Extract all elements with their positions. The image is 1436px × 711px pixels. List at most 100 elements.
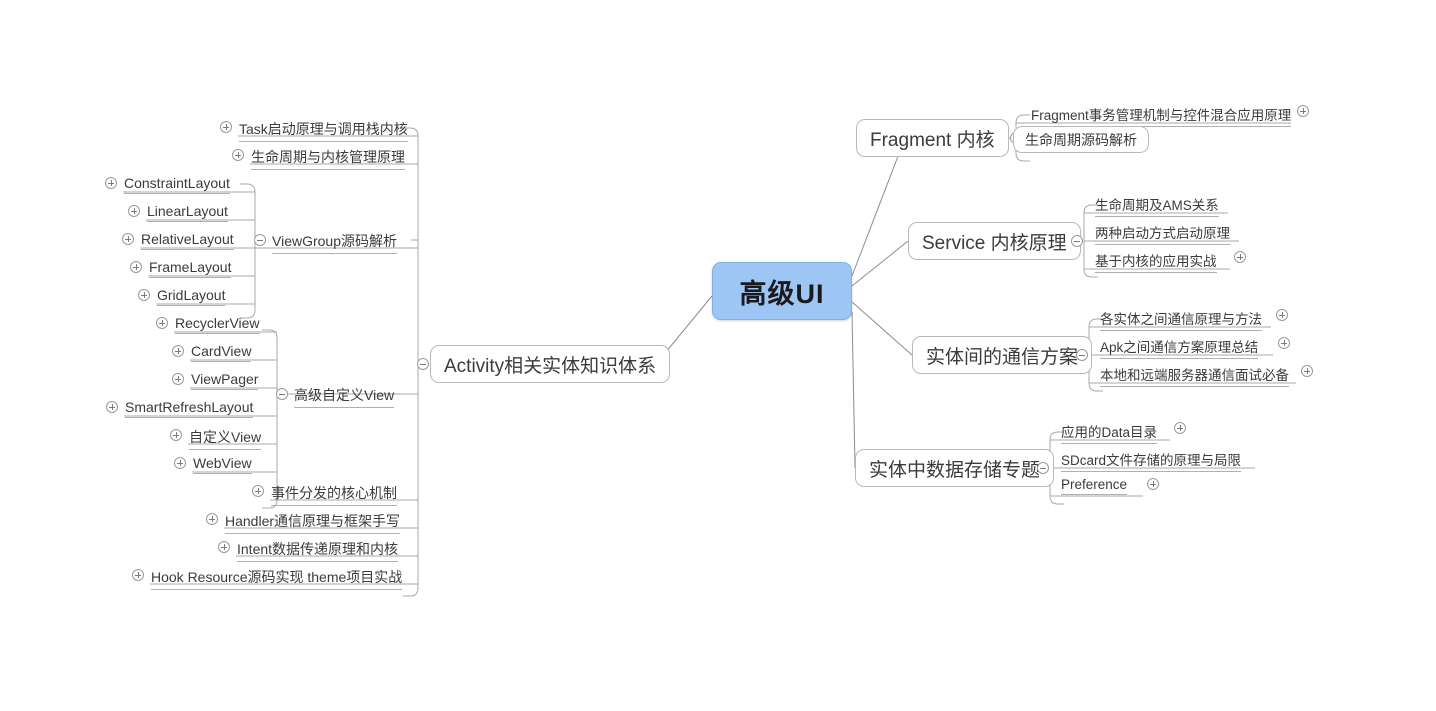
toggle-hook-resource[interactable] [132,569,144,581]
leaf-hook-resource-label: Hook Resource源码实现 theme项目实战 [151,569,403,585]
leaf-webview-label: WebView [193,455,252,471]
toggle-apk-communication[interactable] [1278,337,1290,349]
leaf-intent-label: Intent数据传递原理和内核 [237,541,399,557]
leaf-intent[interactable]: Intent数据传递原理和内核 [237,539,399,562]
leaf-framelayout[interactable]: FrameLayout [149,259,232,278]
leaf-smartrefreshlayout[interactable]: SmartRefreshLayout [125,399,254,418]
leaf-remote-server-communication[interactable]: 本地和远端服务器通信面试必备 [1100,364,1289,387]
toggle-service-branch[interactable] [1071,235,1083,247]
leaf-cardview[interactable]: CardView [191,343,252,362]
leaf-fragment-lifecycle[interactable]: 生命周期源码解析 [1013,126,1149,153]
leaf-custom-view-label: 自定义View [189,429,262,445]
leaf-constraintlayout-label: ConstraintLayout [124,175,230,191]
leaf-sdcard-storage[interactable]: SDcard文件存储的原理与局限 [1061,449,1242,472]
toggle-cardview[interactable] [172,345,184,357]
leaf-relativelayout-label: RelativeLayout [141,231,234,247]
toggle-task-start[interactable] [220,121,232,133]
root-node[interactable]: 高级UI [712,262,852,320]
leaf-event-dispatch[interactable]: 事件分发的核心机制 [271,483,397,506]
toggle-event-dispatch[interactable] [252,485,264,497]
leaf-task-start[interactable]: Task启动原理与调用栈内核 [239,119,408,142]
toggle-smartrefreshlayout[interactable] [106,401,118,413]
leaf-handler-label: Handler通信原理与框架手写 [225,513,401,529]
node-communication-branch[interactable]: 实体间的通信方案 [912,336,1093,374]
leaf-webview[interactable]: WebView [193,455,252,474]
toggle-viewgroup-group[interactable] [254,234,266,246]
leaf-custom-view[interactable]: 自定义View [189,427,262,450]
toggle-entity-communication[interactable] [1276,309,1288,321]
node-viewgroup-group[interactable]: ViewGroup源码解析 [272,231,398,254]
leaf-recyclerview-label: RecyclerView [175,315,260,331]
toggle-remote-server-communication[interactable] [1301,365,1313,377]
leaf-lifecycle-kernel-label: 生命周期与内核管理原理 [251,149,405,165]
leaf-linearlayout[interactable]: LinearLayout [147,203,228,222]
leaf-linearlayout-label: LinearLayout [147,203,228,219]
leaf-app-data-dir-label: 应用的Data目录 [1061,425,1158,440]
node-customview-group-label: 高级自定义View [294,387,395,403]
toggle-custom-view[interactable] [170,429,182,441]
leaf-handler[interactable]: Handler通信原理与框架手写 [225,511,401,534]
leaf-service-two-start-modes[interactable]: 两种启动方式启动原理 [1095,222,1230,245]
toggle-preference[interactable] [1147,478,1159,490]
toggle-linearlayout[interactable] [128,205,140,217]
node-service-branch[interactable]: Service 内核原理 [908,222,1081,260]
toggle-communication-branch[interactable] [1076,349,1088,361]
leaf-service-two-start-modes-label: 两种启动方式启动原理 [1095,226,1230,241]
node-fragment-branch-label: Fragment 内核 [870,129,995,151]
node-fragment-branch[interactable]: Fragment 内核 [856,119,1009,157]
toggle-activity-branch[interactable] [417,358,429,370]
leaf-hook-resource[interactable]: Hook Resource源码实现 theme项目实战 [151,567,403,590]
leaf-viewpager[interactable]: ViewPager [191,371,259,390]
leaf-entity-communication[interactable]: 各实体之间通信原理与方法 [1100,308,1262,331]
leaf-app-data-dir[interactable]: 应用的Data目录 [1061,421,1158,444]
toggle-webview[interactable] [174,457,186,469]
leaf-constraintlayout[interactable]: ConstraintLayout [124,175,230,194]
toggle-recyclerview[interactable] [156,317,168,329]
node-storage-branch[interactable]: 实体中数据存储专题 [855,449,1055,487]
toggle-handler[interactable] [206,513,218,525]
node-storage-branch-label: 实体中数据存储专题 [869,459,1041,481]
toggle-storage-branch[interactable] [1037,462,1049,474]
toggle-fragment-transaction[interactable] [1297,105,1309,117]
leaf-fragment-lifecycle-label: 生命周期源码解析 [1025,131,1137,148]
leaf-preference-label: Preference [1061,477,1128,492]
leaf-fragment-transaction[interactable]: Fragment事务管理机制与控件混合应用原理 [1031,104,1292,127]
toggle-constraintlayout[interactable] [105,177,117,189]
toggle-service-kernel-practice[interactable] [1234,251,1246,263]
node-activity-branch-label: Activity相关实体知识体系 [444,355,657,377]
leaf-preference[interactable]: Preference [1061,477,1128,495]
leaf-viewpager-label: ViewPager [191,371,259,387]
leaf-lifecycle-kernel[interactable]: 生命周期与内核管理原理 [251,147,405,170]
toggle-gridlayout[interactable] [138,289,150,301]
toggle-customview-group[interactable] [276,388,288,400]
toggle-app-data-dir[interactable] [1174,422,1186,434]
leaf-relativelayout[interactable]: RelativeLayout [141,231,234,250]
leaf-service-kernel-practice[interactable]: 基于内核的应用实战 [1095,250,1217,273]
toggle-viewpager[interactable] [172,373,184,385]
leaf-sdcard-storage-label: SDcard文件存储的原理与局限 [1061,453,1242,468]
leaf-task-start-label: Task启动原理与调用栈内核 [239,121,408,137]
leaf-remote-server-communication-label: 本地和远端服务器通信面试必备 [1100,368,1289,383]
leaf-smartrefreshlayout-label: SmartRefreshLayout [125,399,254,415]
leaf-gridlayout[interactable]: GridLayout [157,287,226,306]
leaf-apk-communication[interactable]: Apk之间通信方案原理总结 [1100,336,1259,359]
leaf-gridlayout-label: GridLayout [157,287,226,303]
node-viewgroup-group-label: ViewGroup源码解析 [272,233,398,249]
toggle-lifecycle-kernel[interactable] [232,149,244,161]
toggle-framelayout[interactable] [130,261,142,273]
leaf-service-lifecycle-ams-label: 生命周期及AMS关系 [1095,198,1219,213]
node-customview-group[interactable]: 高级自定义View [294,385,395,408]
leaf-cardview-label: CardView [191,343,252,359]
leaf-recyclerview[interactable]: RecyclerView [175,315,260,334]
node-activity-branch[interactable]: Activity相关实体知识体系 [430,345,671,383]
leaf-service-lifecycle-ams[interactable]: 生命周期及AMS关系 [1095,194,1219,217]
leaf-framelayout-label: FrameLayout [149,259,232,275]
leaf-entity-communication-label: 各实体之间通信原理与方法 [1100,312,1262,327]
leaf-apk-communication-label: Apk之间通信方案原理总结 [1100,340,1259,355]
toggle-relativelayout[interactable] [122,233,134,245]
leaf-event-dispatch-label: 事件分发的核心机制 [271,485,397,501]
toggle-intent[interactable] [218,541,230,553]
node-service-branch-label: Service 内核原理 [922,232,1067,254]
leaf-fragment-transaction-label: Fragment事务管理机制与控件混合应用原理 [1031,108,1292,123]
